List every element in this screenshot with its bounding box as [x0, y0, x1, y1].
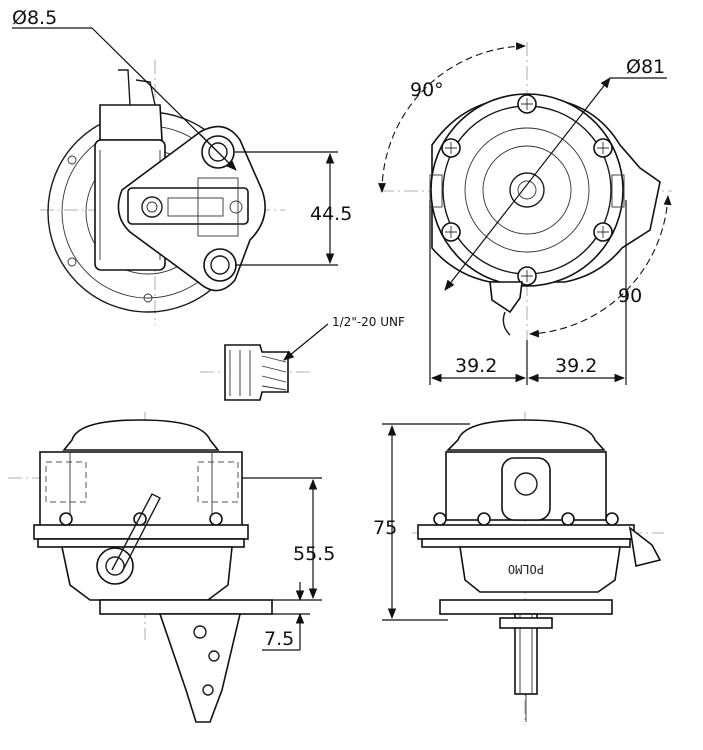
base-offset-label: 7.5: [264, 628, 294, 650]
half-width-right-label: 39.2: [555, 355, 597, 377]
total-height-label: 75: [373, 517, 397, 539]
bottom-left-view: 55.5 7.5: [8, 412, 335, 723]
top-right-view: Ø81 90° 90 39.2 39.2: [378, 42, 672, 385]
flange-diameter-label: Ø81: [626, 56, 665, 78]
outlet-height-label: 55.5: [293, 543, 335, 565]
hole-spacing-label: 44.5: [310, 203, 352, 225]
thread-detail: 1/2"-20 UNF: [200, 315, 405, 401]
angle-top-label: 90°: [410, 79, 444, 101]
brand-mark: POLMO: [508, 562, 544, 576]
top-left-view: Ø8.5 44.5: [12, 7, 352, 325]
angle-right-label: 90: [618, 285, 642, 307]
hole-diameter-label: Ø8.5: [12, 7, 57, 29]
thread-spec-label: 1/2"-20 UNF: [332, 315, 405, 329]
bottom-right-view: POLMO 75: [373, 412, 664, 725]
half-width-left-label: 39.2: [455, 355, 497, 377]
